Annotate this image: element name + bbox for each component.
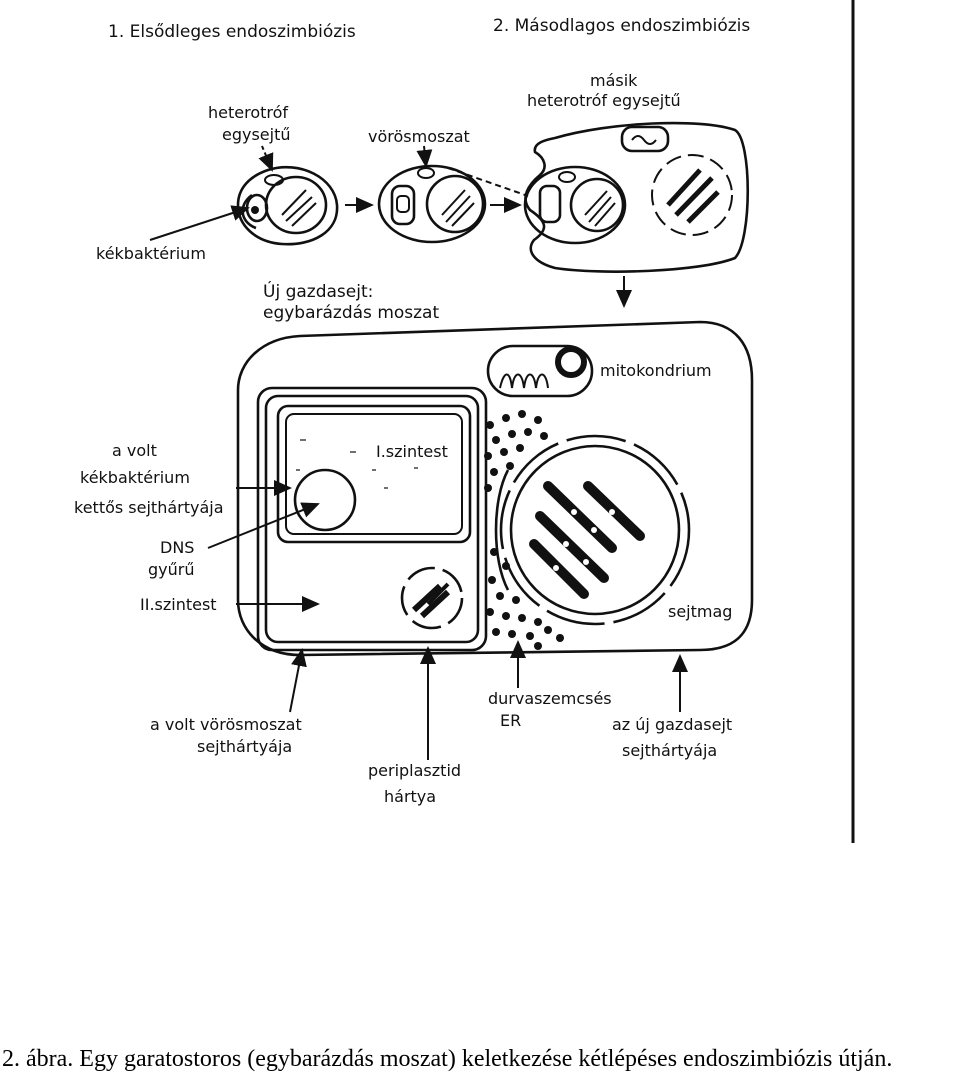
label-uj-gazdasejt-sejthartyaja: sejthártyája (622, 741, 717, 760)
label-uj-gazdasejt: Új gazdasejt: (263, 280, 373, 302)
label-egybarazdas: egybarázdás moszat (263, 303, 439, 323)
label-masik: másik (590, 71, 638, 90)
heterotroph-cell (236, 165, 339, 246)
label-gyuru: gyűrű (148, 560, 194, 579)
label-volt-vorosmoszat-sejthartyaja: sejthártyája (197, 737, 292, 756)
figure-caption: 2. ábra. Egy garatostoros (egybarázdás m… (2, 1046, 893, 1072)
label-masik-heterotrof: heterotróf egysejtű (527, 91, 681, 110)
label-hartya: hártya (384, 787, 436, 806)
title-primary: 1. Elsődleges endoszimbiózis (108, 22, 356, 42)
label-dns: DNS (160, 538, 194, 557)
label-heterotrof: heterotróf (208, 103, 288, 122)
label-a-volt: a volt (112, 441, 157, 460)
label-vorosmoszat: vörösmoszat (368, 127, 470, 146)
label-durvaszemcses: durvaszemcsés (488, 689, 612, 708)
label-er: ER (500, 711, 521, 730)
endosymbiosis-diagram: 1. Elsődleges endoszimbiózis 2. Másodlag… (74, 0, 855, 843)
label-egysejtu: egysejtű (222, 125, 291, 144)
second-heterotroph-cell (523, 121, 749, 273)
label-periplasztid: periplasztid (368, 761, 461, 780)
label-kekbakterium: kékbaktérium (96, 244, 206, 263)
label-kettos-sejthartyaja: kettős sejthártyája (74, 498, 224, 517)
label-mitokondrium: mitokondrium (600, 361, 712, 380)
label-az-uj-gazdasejt: az új gazdasejt (612, 715, 732, 734)
new-host-cell (236, 320, 754, 657)
title-secondary: 2. Másodlagos endoszimbiózis (493, 16, 750, 36)
label-ii-szintest: II.szintest (140, 595, 217, 614)
label-i-szintest: I.szintest (376, 442, 448, 461)
label-sejtmag: sejtmag (668, 602, 732, 621)
label-a-volt-kekbakterium: kékbaktérium (80, 468, 190, 487)
red-alga-cell (377, 164, 487, 244)
label-volt-vorosmoszat: a volt vörösmoszat (150, 715, 302, 734)
